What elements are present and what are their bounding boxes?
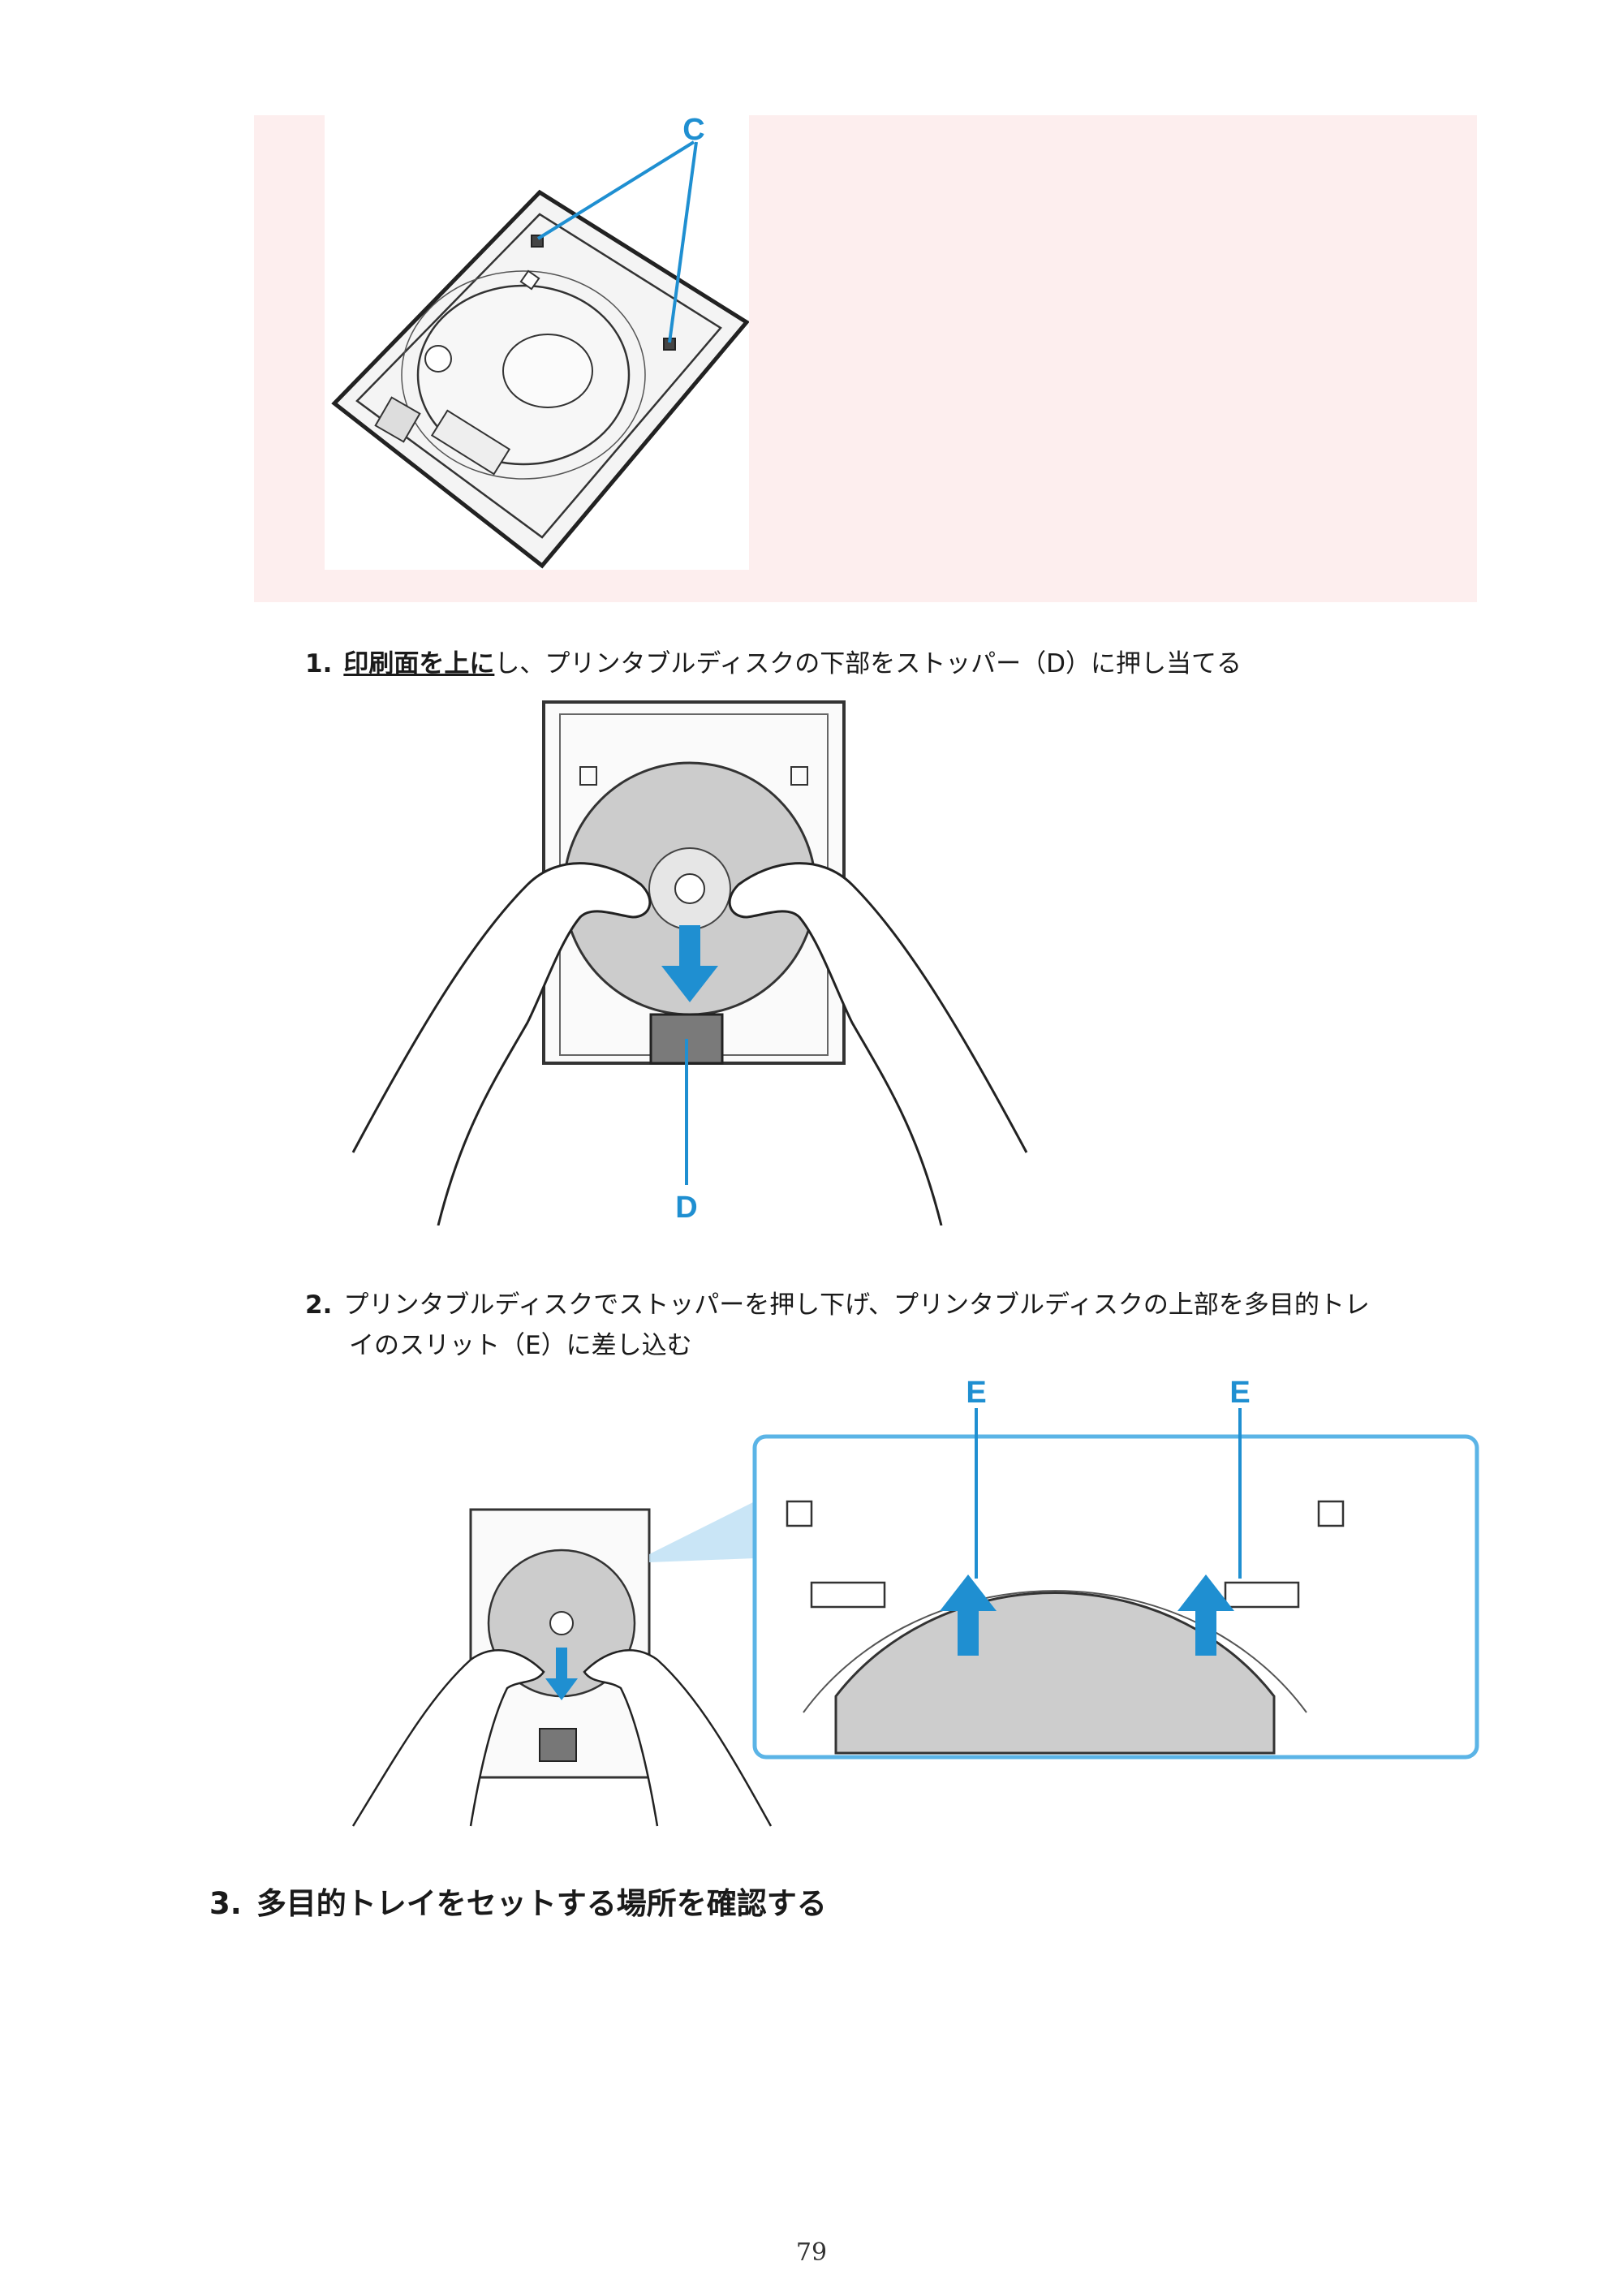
section-3-title: 多目的トレイをセットする場所を確認する (256, 1886, 827, 1921)
slit-drawing: E E (351, 1376, 1479, 1827)
slit-illustration: E E (349, 1372, 1481, 1834)
callout-label-e-left: E (966, 1376, 986, 1410)
step-2-continued: イのスリット（E）に差し込む (349, 1327, 692, 1364)
section-3-heading: 3. 多目的トレイをセットする場所を確認する (209, 1879, 827, 1923)
step-2-line1: プリンタブルディスクでストッパーを押し下げ、プリンタブルディスクの上部を多目的ト… (343, 1290, 1370, 1320)
section-3-number: 3. (209, 1886, 242, 1921)
stopper-drawing: D (351, 700, 1028, 1226)
callout-label-d: D (675, 1191, 697, 1225)
page-number: 79 (795, 2238, 828, 2267)
callout-label-c: C (682, 115, 704, 147)
step-2-line2: イのスリット（E）に差し込む (349, 1331, 692, 1360)
step-2-number: 2. (305, 1290, 333, 1320)
tray-drawing: C (331, 113, 750, 569)
step-1-text: し、プリンタブルディスクの下部をストッパー（D）に押し当てる (494, 649, 1242, 678)
stopper-illustration: D (349, 698, 1031, 1226)
step-2: 2. プリンタブルディスクでストッパーを押し下げ、プリンタブルディスクの上部を多目… (305, 1286, 1370, 1324)
tray-illustration: C (325, 113, 750, 570)
step-1-emphasis: 印刷面を上に (343, 649, 495, 678)
step-1: 1. 印刷面を上にし、プリンタブルディスクの下部をストッパー（D）に押し当てる (305, 645, 1242, 683)
step-1-number: 1. (305, 649, 333, 678)
callout-label-e-right: E (1229, 1376, 1250, 1410)
